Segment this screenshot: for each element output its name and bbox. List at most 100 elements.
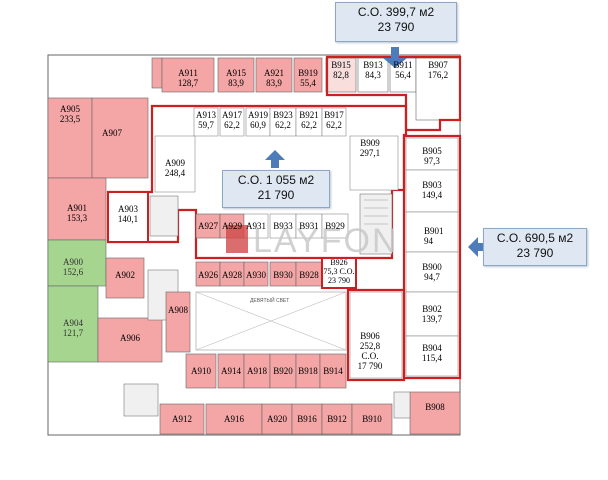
unit-A910[interactable] (185, 353, 217, 389)
unit-A928[interactable] (219, 261, 245, 287)
unit-B908[interactable] (409, 391, 461, 435)
unit-B919[interactable] (293, 57, 323, 93)
unit-A904[interactable] (47, 285, 99, 363)
unit-A920[interactable] (261, 403, 293, 435)
unit-B907[interactable] (415, 57, 461, 121)
callout-center: С.О. 1 055 м2 21 790 (222, 170, 330, 208)
unit-A905[interactable] (47, 97, 93, 179)
callout-top-right: С.О. 399,7 м2 23 790 (335, 2, 457, 42)
unit-B923[interactable] (269, 107, 297, 137)
unit-B929[interactable] (321, 213, 349, 239)
unit-B926[interactable] (321, 257, 357, 289)
label-A912: A912 (172, 414, 192, 424)
unit-A903[interactable] (107, 191, 149, 243)
label-B914: B914 (323, 366, 343, 376)
label-A931: A931 (246, 221, 266, 231)
unit-A911[interactable] (161, 57, 215, 93)
outline-B906 (346, 288, 406, 382)
label-B908: B908 (425, 402, 445, 412)
unit-A913[interactable] (193, 107, 219, 137)
callout-right-price: 23 790 (516, 246, 554, 260)
label-A920: A920 (267, 414, 287, 424)
unit-B931[interactable] (295, 213, 323, 239)
unit-B918[interactable] (295, 353, 321, 389)
unit-B933[interactable] (269, 213, 297, 239)
arrow-right (468, 237, 484, 257)
callout-right: С.О. 690,5 м2 23 790 (483, 228, 587, 266)
unit-A907[interactable] (91, 97, 149, 179)
unit-B901[interactable] (405, 211, 459, 253)
unit-A930[interactable] (243, 261, 269, 287)
unit-A917[interactable] (219, 107, 245, 137)
unit-B902[interactable] (405, 291, 459, 337)
unit-A921[interactable] (255, 57, 293, 93)
unit-B905[interactable] (405, 137, 459, 171)
label-B912: B912 (327, 414, 347, 424)
unit-A916[interactable] (205, 403, 263, 435)
unit-A902[interactable] (105, 257, 145, 299)
unit-B921[interactable] (295, 107, 323, 137)
label-B931: B931 (299, 221, 319, 231)
watermark: LAYFON (253, 222, 399, 260)
unit-B917[interactable] (321, 107, 347, 137)
unit-A900[interactable] (47, 239, 107, 287)
unit-B900[interactable] (405, 251, 459, 293)
unit-B903[interactable] (405, 169, 459, 213)
callout-center-price: 21 790 (257, 188, 295, 202)
unit-B910[interactable] (351, 403, 393, 435)
arrow-center (265, 150, 285, 168)
unit-A927[interactable] (195, 213, 221, 239)
unit-A914[interactable] (217, 353, 245, 389)
unit-A909[interactable] (154, 135, 196, 193)
unit-B916[interactable] (291, 403, 323, 435)
unit-A915[interactable] (217, 57, 255, 93)
label-A907: A907 (102, 128, 122, 138)
unit-B906[interactable] (349, 291, 403, 379)
label-A918: A918 (247, 366, 267, 376)
unit-B904[interactable] (405, 335, 459, 377)
unit-A901[interactable] (47, 177, 107, 241)
unit-A908[interactable] (165, 291, 191, 353)
label-A930: A930 (246, 270, 266, 280)
watermark-logo-icon (226, 225, 248, 253)
unit-B915[interactable] (325, 57, 357, 93)
unit-A926[interactable] (195, 261, 221, 287)
atrium-label: ДЕВЯТЫЙ СВЕТ (250, 298, 290, 304)
unit-B912[interactable] (321, 403, 353, 435)
unit-A918[interactable] (243, 353, 271, 389)
unit-B930[interactable] (269, 261, 297, 287)
unit-A912[interactable] (159, 403, 205, 435)
unit-B909[interactable] (349, 135, 399, 191)
label-B928: B928 (299, 270, 319, 280)
unit-B914[interactable] (319, 353, 347, 389)
unit-B920[interactable] (269, 353, 297, 389)
unit-B913[interactable] (357, 57, 389, 93)
label-A906: A906 (120, 333, 140, 343)
label-B916: B916 (297, 414, 317, 424)
callout-center-area: С.О. 1 055 м2 (237, 173, 315, 187)
unit-A906[interactable] (97, 317, 163, 363)
label-A916: A916 (224, 414, 244, 424)
label-B920: B920 (273, 366, 293, 376)
